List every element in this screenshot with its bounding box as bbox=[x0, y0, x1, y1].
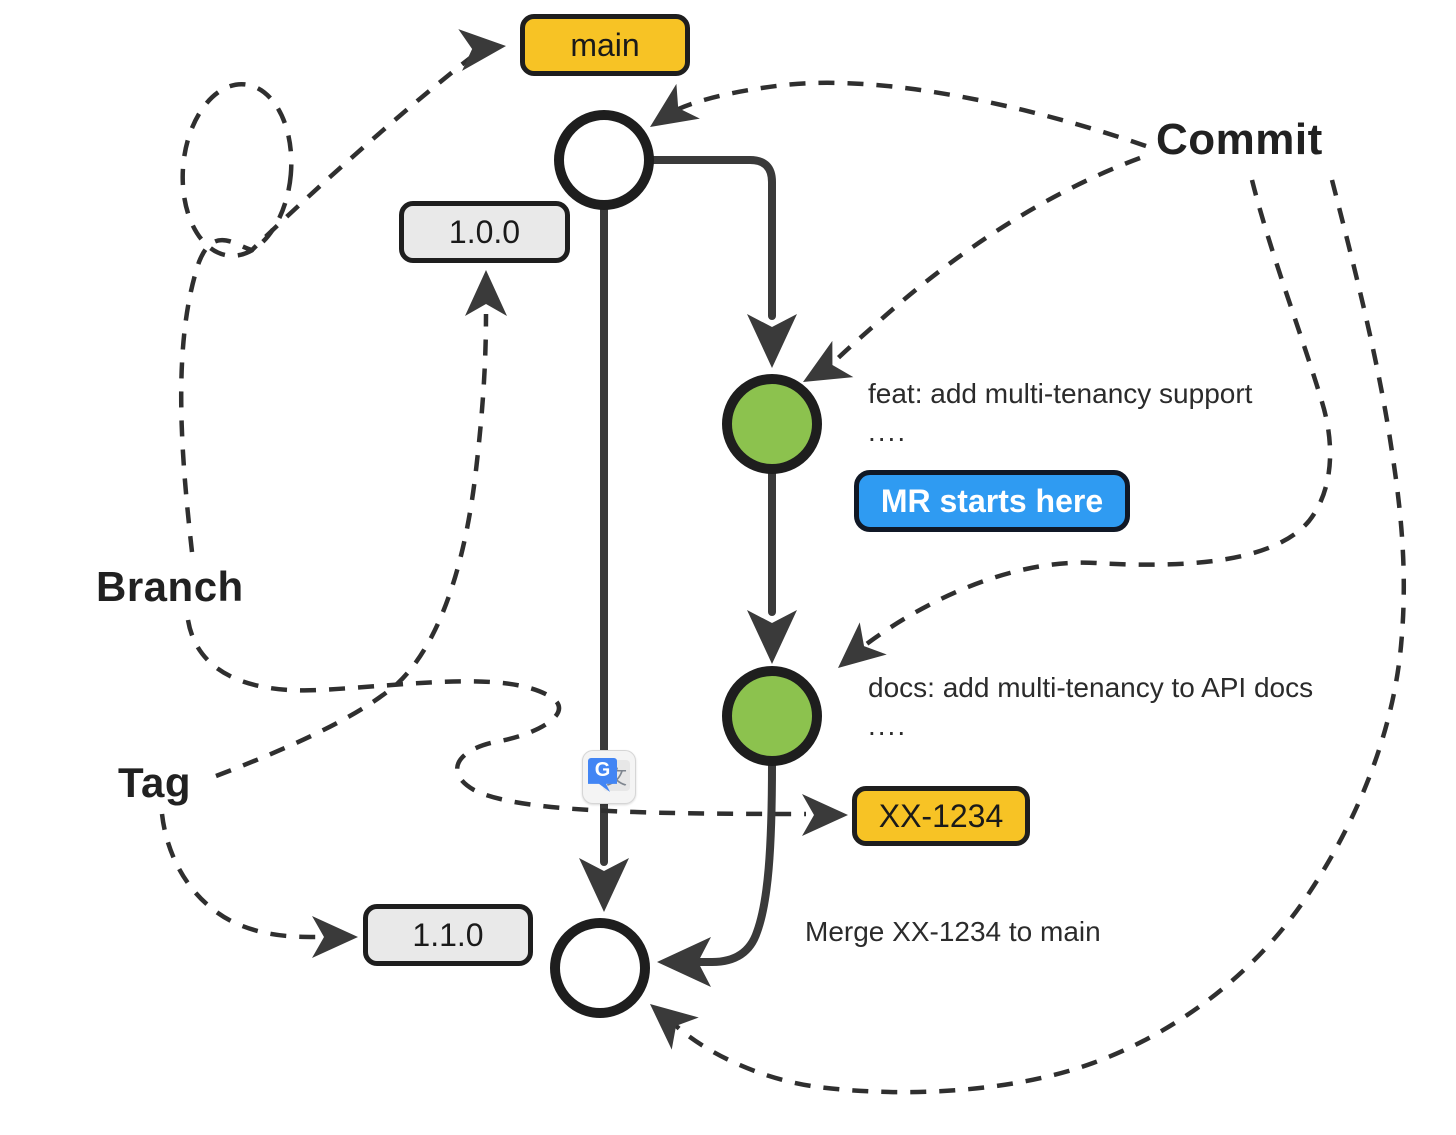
tag-1-0-0-label: 1.0.0 bbox=[399, 201, 570, 263]
tag-to-110-curve bbox=[159, 813, 317, 940]
commit-to-docs-node-arrowhead bbox=[838, 622, 887, 668]
feature-mid-arrowhead bbox=[747, 610, 797, 664]
branch-to-feature-arrowhead bbox=[802, 794, 848, 836]
tag-1-1-0-text: 1.1.0 bbox=[412, 917, 484, 953]
tag-to-100-curve bbox=[215, 313, 489, 779]
branch-curve-loop bbox=[180, 81, 294, 259]
tag-1-1-0-label: 1.1.0 bbox=[363, 904, 533, 966]
legend-branch: Branch bbox=[96, 563, 244, 610]
feat-commit-ellipsis: .... bbox=[868, 416, 908, 447]
branch-to-main-curve bbox=[179, 50, 480, 553]
merge-arrowhead bbox=[657, 937, 711, 987]
tag-to-100-arrowhead bbox=[465, 270, 507, 316]
commit-to-merge-node-curve bbox=[672, 179, 1407, 1095]
mr-starts-here-badge: MR starts here bbox=[854, 470, 1130, 532]
feature-branch-out-line bbox=[646, 156, 776, 320]
feature-out-arrowhead bbox=[747, 314, 797, 368]
docs-commit-ellipsis: .... bbox=[868, 710, 908, 741]
feature-branch-label-text: XX-1234 bbox=[878, 798, 1004, 834]
tag-1-0-0-text: 1.0.0 bbox=[448, 214, 521, 250]
main-branch-label-text: main bbox=[570, 27, 640, 63]
commit-to-docs-node-curve bbox=[862, 179, 1333, 648]
google-translate-icon[interactable]: 文 G bbox=[582, 750, 636, 804]
commit-to-merge-node-arrowhead bbox=[650, 1004, 699, 1050]
legend-tag: Tag bbox=[118, 759, 192, 806]
commit-node-initial bbox=[554, 110, 654, 210]
merge-line bbox=[696, 760, 776, 966]
feat-commit-message: feat: add multi-tenancy support bbox=[868, 378, 1253, 409]
branch-to-feature-curve bbox=[185, 619, 807, 817]
docs-commit-message: docs: add multi-tenancy to API docs bbox=[868, 672, 1314, 703]
tag-to-110-arrowhead bbox=[312, 916, 358, 958]
branch-to-main-arrowhead bbox=[458, 29, 506, 71]
main-line-arrowhead bbox=[579, 858, 629, 912]
commit-to-feat-node-arrowhead bbox=[803, 340, 854, 382]
commit-node-feat bbox=[722, 374, 822, 474]
merge-note: Merge XX-1234 to main bbox=[805, 916, 1101, 947]
main-branch-label: main bbox=[520, 14, 690, 76]
commit-to-feat-node-curve bbox=[830, 155, 1141, 366]
mr-starts-here-text: MR starts here bbox=[880, 483, 1104, 519]
commit-to-top-node-curve bbox=[670, 80, 1147, 149]
commit-to-top-node-arrowhead bbox=[650, 83, 700, 127]
feature-branch-label: XX-1234 bbox=[852, 786, 1030, 846]
commit-node-merge bbox=[550, 918, 650, 1018]
legend-commit: Commit bbox=[1156, 115, 1323, 164]
commit-node-docs bbox=[722, 666, 822, 766]
